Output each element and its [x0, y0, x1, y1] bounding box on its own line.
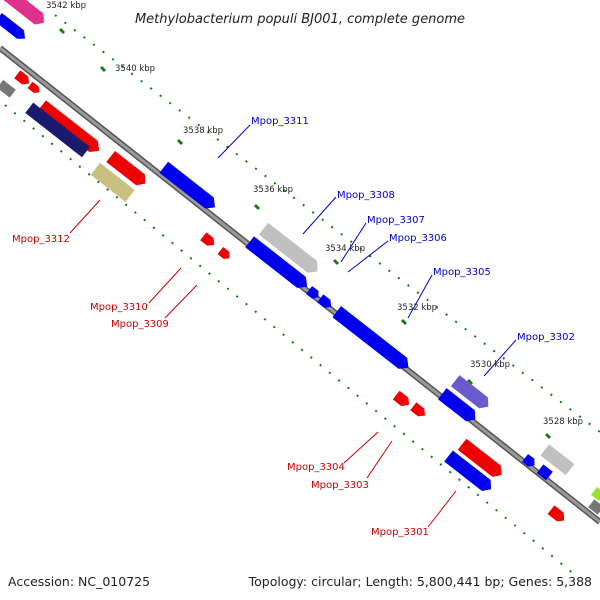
gene-lightgrey-right[interactable]	[540, 444, 575, 476]
kbp-label-3542: 3542 kbp	[46, 1, 86, 11]
gene-red-small-2[interactable]	[27, 81, 42, 96]
gene-label-mpop-3311[interactable]: Mpop_3311	[251, 116, 309, 127]
gene-green-edge[interactable]	[590, 486, 600, 502]
gene-red-small-1[interactable]	[14, 70, 32, 87]
inner-tick-track	[4, 104, 576, 576]
leader-lines-bottom	[69, 199, 457, 528]
gene-mpop-3308[interactable]	[245, 236, 311, 292]
gene-label-mpop-3304[interactable]: Mpop_3304	[287, 462, 345, 473]
gene-features	[0, 0, 600, 524]
gene-label-mpop-3308[interactable]: Mpop_3308	[337, 190, 395, 201]
gene-mpop-3309[interactable]	[217, 246, 233, 261]
gene-blue-farright[interactable]	[536, 464, 553, 481]
gene-lightgrey[interactable]	[258, 222, 323, 277]
gene-blue-topleft[interactable]	[0, 12, 29, 43]
gene-navy[interactable]	[25, 102, 90, 158]
gene-mpop-3304[interactable]	[392, 390, 412, 410]
kbp-label-3538: 3538 kbp	[183, 126, 223, 136]
gene-label-mpop-3312[interactable]: Mpop_3312	[12, 234, 70, 245]
major-ticks	[58, 27, 552, 440]
gene-label-mpop-3302[interactable]: Mpop_3302	[517, 332, 575, 343]
gene-mpop-3307[interactable]	[305, 285, 322, 301]
genome-summary: Topology: circular; Length: 5,800,441 bp…	[248, 574, 592, 589]
kbp-label-3540: 3540 kbp	[115, 64, 155, 74]
gene-mpop-3310[interactable]	[200, 232, 217, 248]
gene-label-mpop-3305[interactable]: Mpop_3305	[433, 267, 491, 278]
gene-mpop-3305[interactable]	[332, 306, 412, 373]
gene-red-mid[interactable]	[106, 150, 149, 189]
gene-label-mpop-3303[interactable]: Mpop_3303	[311, 480, 369, 491]
gene-label-mpop-3310[interactable]: Mpop_3310	[90, 302, 148, 313]
outer-tick-track	[54, 14, 600, 433]
gene-label-mpop-3307[interactable]: Mpop_3307	[367, 215, 425, 226]
leader-lines-top	[217, 124, 517, 377]
kbp-label-3534: 3534 kbp	[325, 244, 365, 254]
kbp-label-3536: 3536 kbp	[253, 185, 293, 195]
kbp-label-3532: 3532 kbp	[397, 303, 437, 313]
gene-red-bottomright[interactable]	[547, 505, 568, 524]
gene-label-mpop-3301[interactable]: Mpop_3301	[371, 527, 429, 538]
gene-label-mpop-3306[interactable]: Mpop_3306	[389, 233, 447, 244]
accession-label: Accession: NC_010725	[8, 574, 150, 589]
gene-red-large[interactable]	[37, 100, 103, 156]
kbp-label-3530: 3530 kbp	[470, 360, 510, 370]
gene-mpop-3311[interactable]	[159, 161, 219, 213]
gene-mpop-3302[interactable]	[450, 375, 493, 412]
gene-pink[interactable]	[0, 0, 48, 28]
gene-red-right[interactable]	[457, 438, 506, 481]
map-title: Methylobacterium populi BJ001, complete …	[135, 12, 465, 27]
kbp-label-3528: 3528 kbp	[543, 417, 583, 427]
gene-mpop-3301[interactable]	[444, 450, 495, 494]
gene-mpop-3306[interactable]	[317, 294, 334, 310]
gene-grey-left[interactable]	[0, 79, 16, 98]
gene-mpop-3303[interactable]	[410, 402, 428, 419]
gene-label-mpop-3309[interactable]: Mpop_3309	[111, 319, 169, 330]
gene-khaki[interactable]	[90, 162, 135, 202]
gene-blue-3530[interactable]	[437, 388, 480, 425]
gene-blue-small-right[interactable]	[521, 453, 538, 469]
